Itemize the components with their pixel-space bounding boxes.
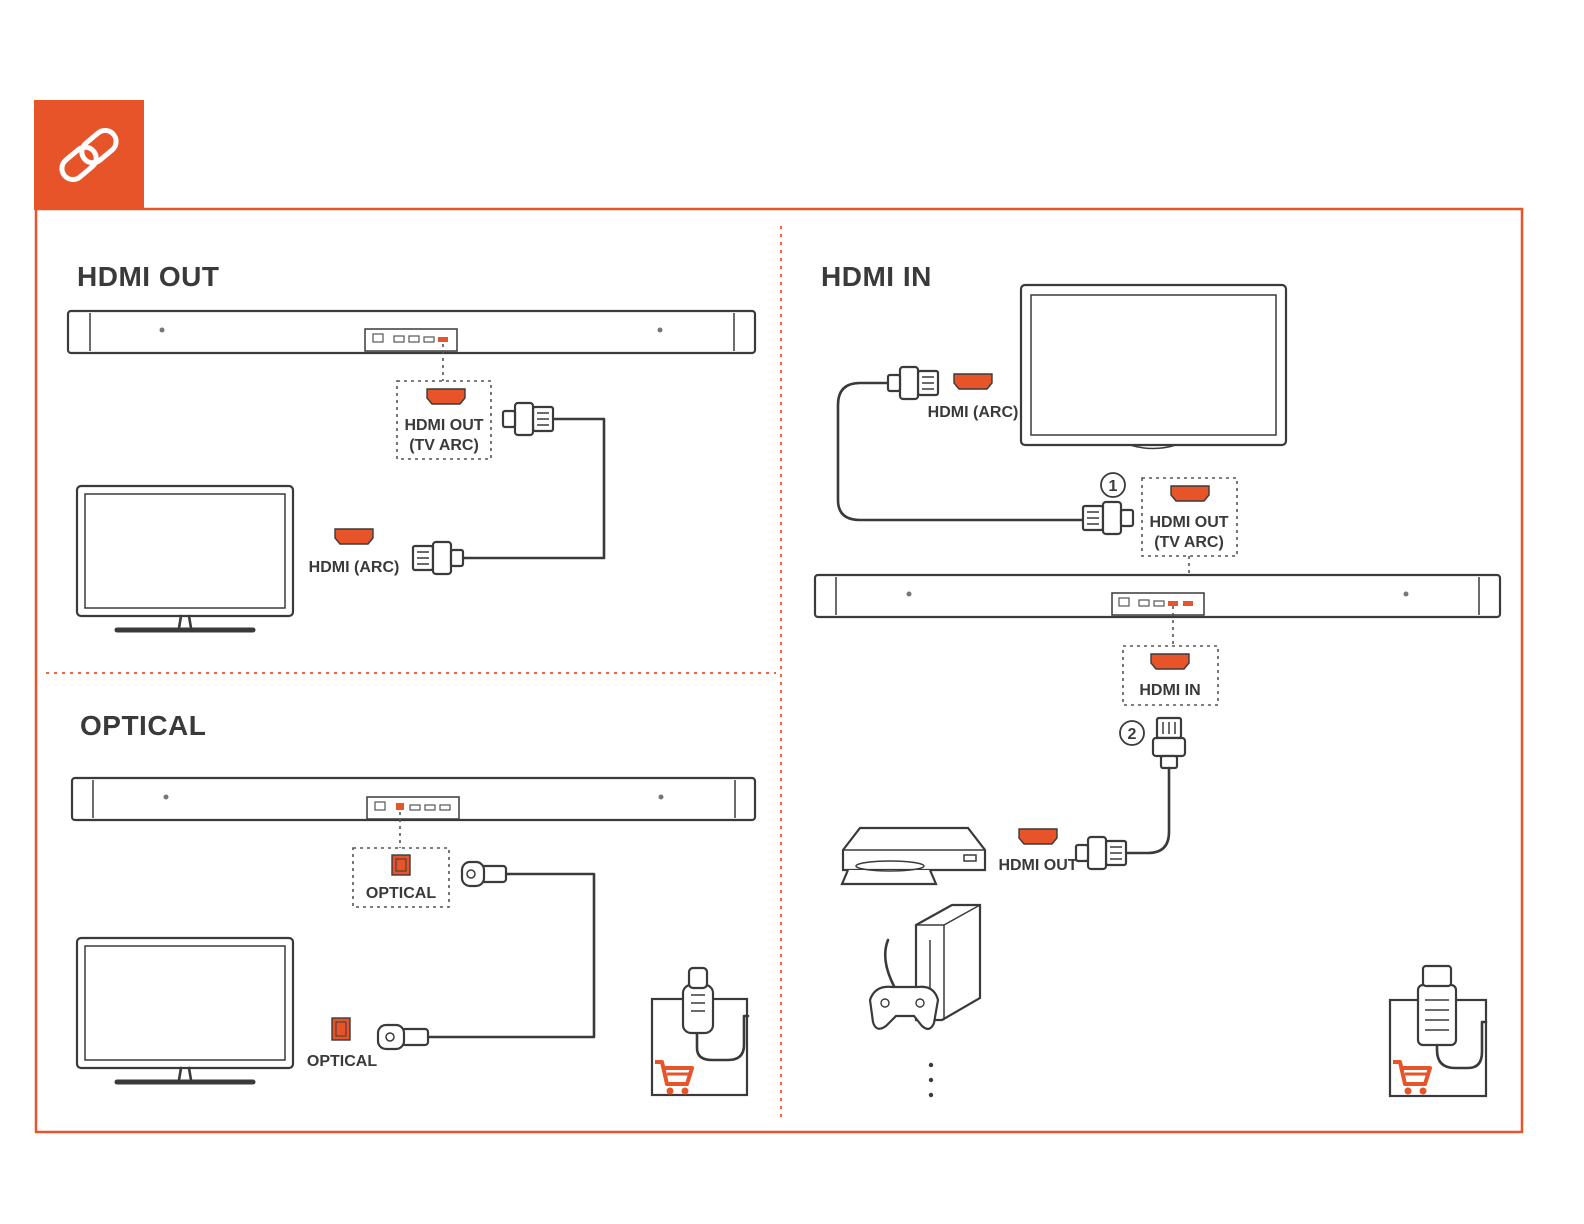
more-devices-ellipsis-icon (929, 1063, 933, 1097)
hdmi-plug-icon (503, 403, 553, 435)
optical-cable-cart-icon (652, 968, 748, 1095)
tv-optical-label: OPTICAL (307, 1053, 377, 1070)
soundbar (815, 575, 1500, 617)
optical-plug-icon (462, 862, 506, 886)
hdmi-cable (464, 419, 604, 558)
tv-optical-port-icon (332, 1018, 350, 1040)
hdmi-out-port-label-2: (TV ARC) (409, 437, 479, 454)
hdmi-in-port-label: HDMI IN (1139, 682, 1200, 699)
tv-icon (1021, 285, 1286, 449)
hdmi-out-port-label-2: (TV ARC) (1154, 534, 1224, 551)
tv-icon (77, 938, 293, 1082)
optical-cable (428, 874, 594, 1037)
optical-plug-icon (378, 1025, 428, 1049)
hdmi-out-port-label-1: HDMI OUT (1149, 514, 1228, 531)
hdmi-out-section: HDMI OUT HDMI OUT (TV ARC) (68, 261, 755, 630)
hdmi-in-title: HDMI IN (821, 261, 932, 292)
tv-hdmi-arc-label: HDMI (ARC) (928, 404, 1019, 421)
header-tab (34, 100, 144, 210)
soundbar (68, 311, 755, 353)
tv-hdmi-port-icon (954, 374, 992, 389)
game-console-icon (870, 905, 980, 1029)
source-hdmi-port-icon (1019, 829, 1057, 844)
hdmi-plug-icon (888, 367, 938, 399)
optical-port-icon (392, 855, 410, 875)
tv-hdmi-port-icon (335, 529, 373, 544)
hdmi-plug-icon (1153, 718, 1185, 768)
hdmi-out-port-label-1: HDMI OUT (404, 417, 483, 434)
step-2-number: 2 (1128, 726, 1137, 743)
hdmi-plug-icon (1083, 502, 1133, 534)
source-hdmi-out-label: HDMI OUT (998, 857, 1077, 874)
soundbar (72, 778, 755, 820)
hdmi-plug-icon (1076, 837, 1126, 869)
optical-title: OPTICAL (80, 710, 206, 741)
hdmi-cable-2 (1126, 768, 1169, 853)
step-1-number: 1 (1109, 478, 1118, 495)
hdmi-in-section: HDMI IN HDMI (ARC) 1 HDMI OUT (TV ARC) (815, 261, 1500, 1097)
tv-hdmi-arc-label: HDMI (ARC) (309, 559, 400, 576)
tv-icon (77, 486, 293, 630)
hdmi-plug-icon (413, 542, 463, 574)
soundbar-optical-label: OPTICAL (366, 885, 436, 902)
disc-player-icon (842, 828, 985, 884)
optical-section: OPTICAL OPTICAL (72, 710, 755, 1095)
hdmi-out-title: HDMI OUT (77, 261, 219, 292)
hdmi-cable-cart-icon (1390, 966, 1486, 1096)
